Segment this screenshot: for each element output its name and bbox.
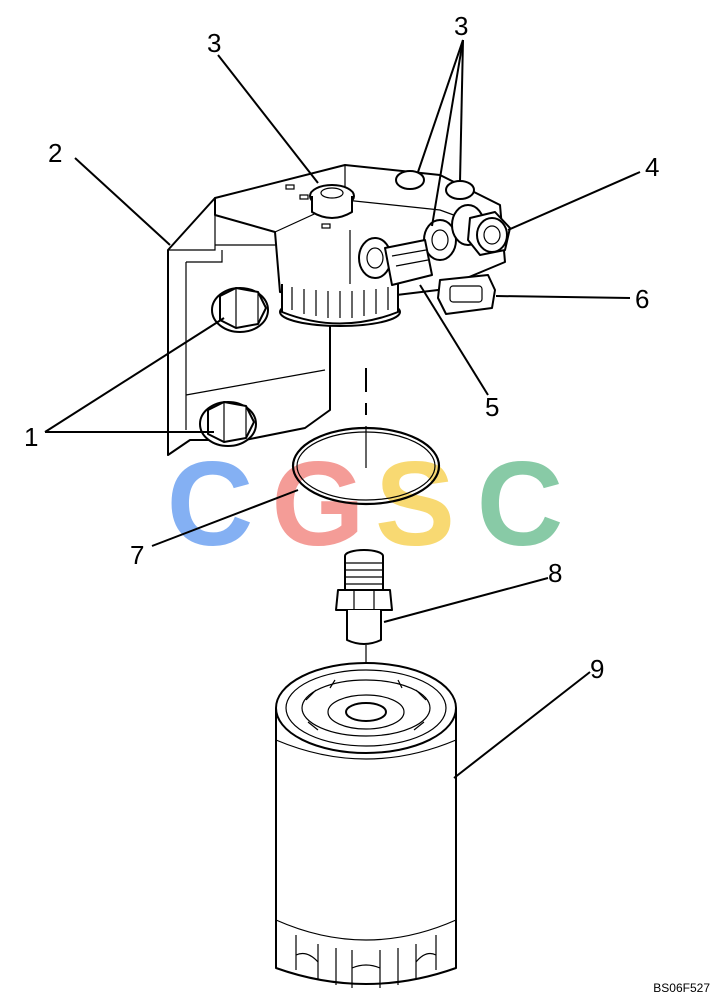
bolt-lower	[199, 401, 257, 447]
sensor-connector	[384, 239, 433, 286]
callout-4: 4	[645, 152, 659, 182]
nipple-adapter	[335, 549, 393, 645]
callout-5: 5	[485, 392, 499, 422]
port-fitting	[467, 211, 511, 256]
filter-head	[214, 164, 506, 327]
watermark-letter-c2: C	[477, 437, 564, 571]
callout-2: 2	[48, 138, 62, 168]
o-ring	[291, 426, 441, 506]
watermark-letter-s: S	[375, 437, 455, 571]
leader-lines	[44, 39, 641, 779]
electrical-plug	[437, 274, 496, 315]
bolt-upper	[211, 287, 269, 333]
filter-canister	[275, 662, 457, 988]
callout-3-left: 3	[207, 28, 221, 58]
callout-1: 1	[24, 422, 38, 452]
callout-3-right: 3	[454, 11, 468, 41]
callout-7: 7	[130, 540, 144, 570]
figure-code: BS06F527	[653, 981, 710, 995]
callout-6: 6	[635, 284, 649, 314]
callout-8: 8	[548, 558, 562, 588]
callout-labels: 1 2 3 3 4 5 6 7 8 9	[24, 11, 659, 684]
side-fittings	[358, 170, 485, 279]
watermark-letter-c1: C	[167, 437, 254, 571]
callout-9: 9	[590, 654, 604, 684]
